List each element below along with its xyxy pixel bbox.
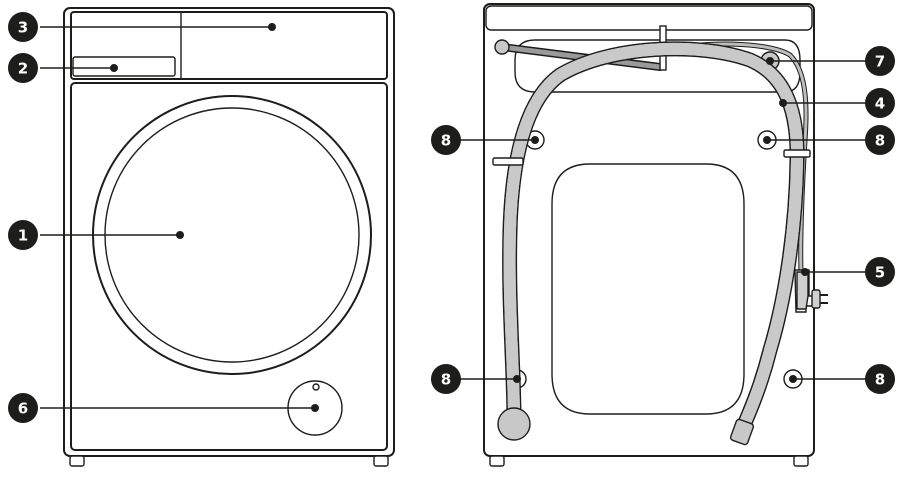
svg-text:6: 6 [18, 400, 28, 418]
rear-view [483, 3, 828, 467]
front-foot-right [373, 455, 389, 467]
front-panel [70, 82, 388, 451]
svg-text:8: 8 [441, 132, 451, 150]
svg-text:7: 7 [875, 53, 885, 71]
callout-badge-8-top-right: 8 [865, 125, 895, 155]
drain-hose [492, 41, 811, 446]
svg-text:1: 1 [18, 227, 28, 245]
drain-outlet [497, 407, 531, 441]
callout-badge-8-bottom-right: 8 [865, 364, 895, 394]
rear-cabinet [483, 3, 815, 457]
front-view [63, 7, 395, 467]
svg-text:8: 8 [875, 132, 885, 150]
svg-text:4: 4 [875, 95, 885, 113]
callout-badge-7: 7 [865, 46, 895, 76]
rear-top-strip [485, 5, 813, 31]
svg-text:8: 8 [875, 371, 885, 389]
detergent-drawer [72, 56, 176, 77]
svg-text:2: 2 [18, 60, 28, 78]
callout-badge-8-top-left: 8 [431, 125, 461, 155]
front-cabinet [63, 7, 395, 457]
callout-badge-1: 1 [8, 220, 38, 250]
callout-badge-6: 6 [8, 393, 38, 423]
svg-text:8: 8 [441, 371, 451, 389]
svg-text:3: 3 [18, 19, 28, 37]
callout-badge-4: 4 [865, 88, 895, 118]
callout-leaders [40, 23, 866, 412]
top-panel [70, 11, 388, 80]
hose-clip-left [492, 157, 524, 166]
callout-badge-8-bottom-left: 8 [431, 364, 461, 394]
front-foot-left [69, 455, 85, 467]
hose-clip-right [783, 149, 811, 158]
filter-knob [312, 383, 320, 391]
drain-hose-end [729, 418, 755, 446]
callout-badge-3: 3 [8, 12, 38, 42]
callout-badge-2: 2 [8, 53, 38, 83]
rear-foot-left [489, 455, 505, 467]
callout-badge-5: 5 [865, 257, 895, 287]
rear-foot-right [793, 455, 809, 467]
rear-access-panel [551, 163, 745, 415]
svg-text:5: 5 [875, 264, 885, 282]
callout-badges: 3 2 1 6 7 4 8 8 [8, 12, 895, 423]
